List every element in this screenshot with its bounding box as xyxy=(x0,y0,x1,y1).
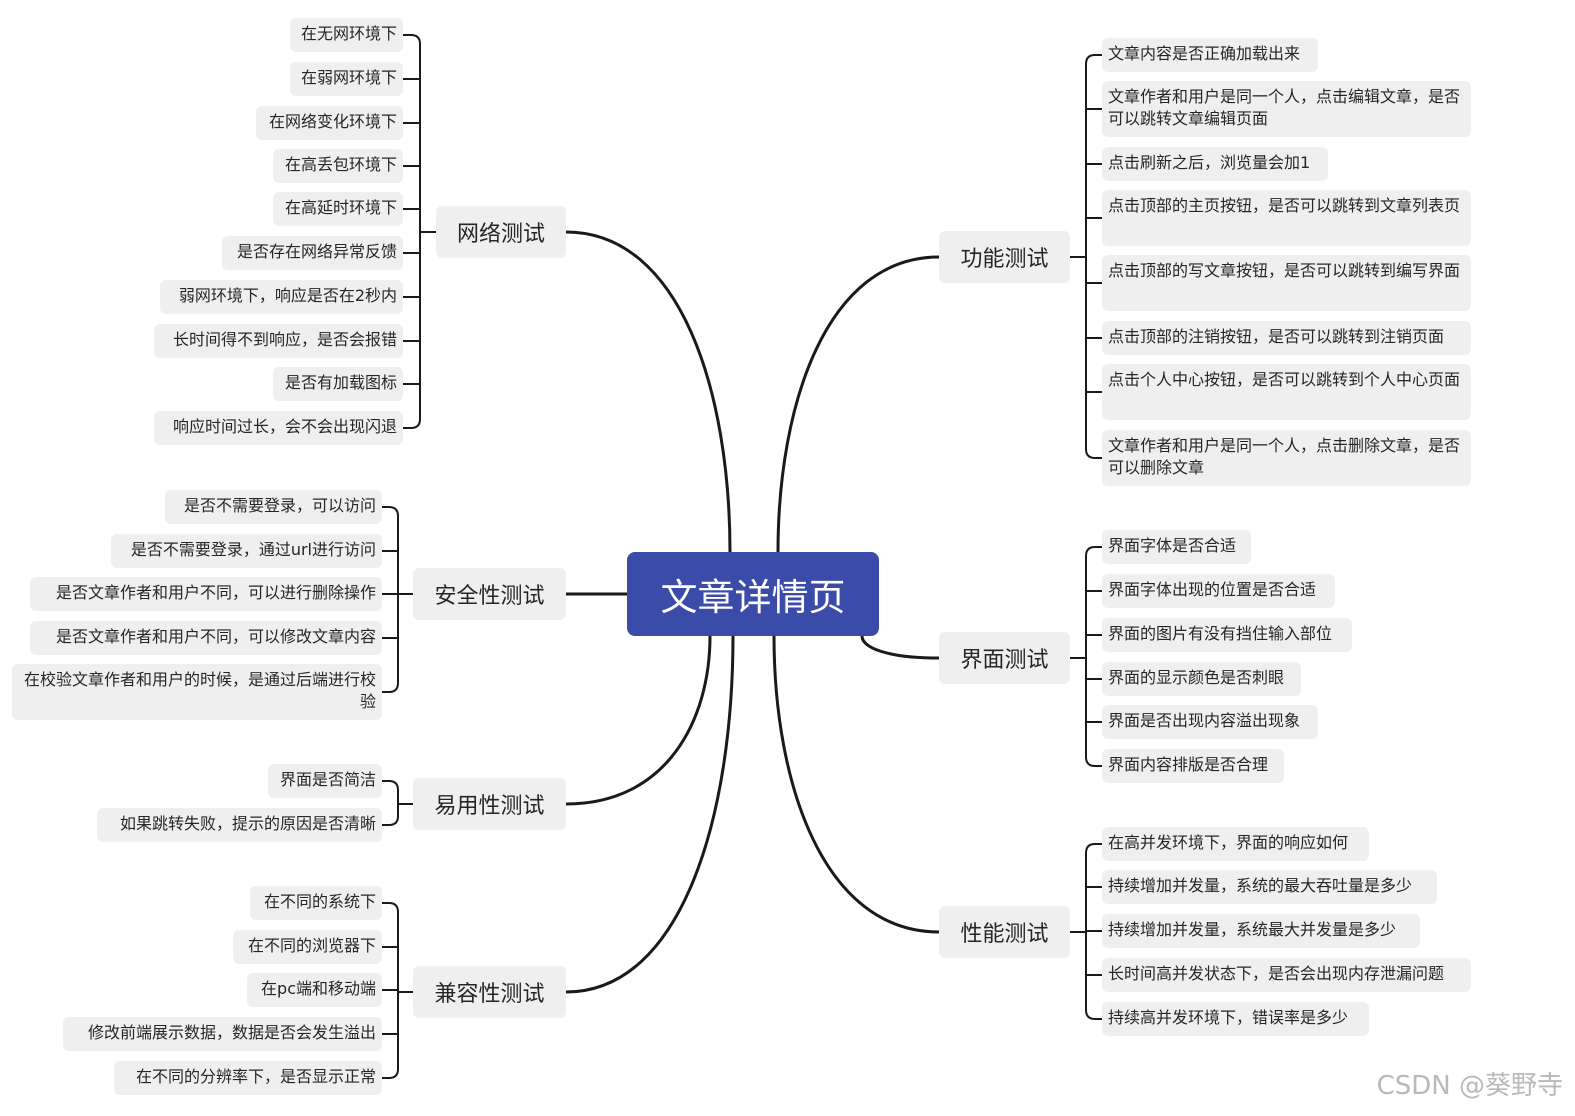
leaf-topic[interactable]: 是否有加载图标 xyxy=(273,367,403,401)
leaf-topic[interactable]: 是否不需要登录，可以访问 xyxy=(165,490,382,524)
leaf-topic[interactable]: 点击顶部的主页按钮，是否可以跳转到文章列表页 xyxy=(1102,190,1471,246)
root-topic[interactable]: 文章详情页 xyxy=(627,552,879,636)
branch-topic-5[interactable]: 界面测试 xyxy=(939,632,1070,684)
leaf-topic[interactable]: 持续增加并发量，系统的最大吞吐量是多少 xyxy=(1102,870,1437,904)
leaf-topic[interactable]: 如果跳转失败，提示的原因是否清晰 xyxy=(97,808,382,842)
branch-topic-2[interactable]: 易用性测试 xyxy=(413,778,566,830)
trunk-line-3 xyxy=(564,634,735,994)
leaf-topic[interactable]: 在不同的浏览器下 xyxy=(233,930,382,964)
leaf-topic[interactable]: 是否不需要登录，通过url进行访问 xyxy=(111,534,382,568)
leaf-topic[interactable]: 点击个人中心按钮，是否可以跳转到个人中心页面 xyxy=(1102,364,1471,420)
bracket-spine-2 xyxy=(388,780,399,826)
watermark: CSDN @葵野寺 xyxy=(1376,1071,1563,1101)
leaf-topic[interactable]: 文章作者和用户是同一个人，点击编辑文章，是否可以跳转文章编辑页面 xyxy=(1102,81,1471,137)
trunk-line-6 xyxy=(772,634,941,934)
leaf-topic[interactable]: 修改前端展示数据，数据是否会发生溢出 xyxy=(63,1017,382,1051)
leaf-topic[interactable]: 在高丢包环境下 xyxy=(273,149,403,183)
leaf-topic[interactable]: 界面是否出现内容溢出现象 xyxy=(1102,705,1318,739)
leaf-topic[interactable]: 长时间高并发状态下，是否会出现内存泄漏问题 xyxy=(1102,958,1471,992)
leaf-topic[interactable]: 响应时间过长，会不会出现闪退 xyxy=(154,411,403,445)
leaf-topic[interactable]: 在高并发环境下，界面的响应如何 xyxy=(1102,827,1369,861)
leaf-topic[interactable]: 在网络变化环境下 xyxy=(256,106,403,140)
leaf-topic[interactable]: 文章作者和用户是同一个人，点击删除文章，是否可以删除文章 xyxy=(1102,430,1471,486)
leaf-topic[interactable]: 文章内容是否正确加载出来 xyxy=(1102,38,1318,72)
leaf-topic[interactable]: 在高延时环境下 xyxy=(273,192,403,226)
branch-topic-4[interactable]: 功能测试 xyxy=(939,231,1070,283)
trunk-line-2 xyxy=(564,634,712,806)
leaf-topic[interactable]: 弱网环境下，响应是否在2秒内 xyxy=(160,280,403,314)
leaf-topic[interactable]: 在校验文章作者和用户的时候，是通过后端进行校验 xyxy=(12,664,382,720)
leaf-topic[interactable]: 点击刷新之后，浏览量会加1 xyxy=(1102,147,1328,181)
leaf-topic[interactable]: 界面字体是否合适 xyxy=(1102,530,1251,564)
bracket-spine-1 xyxy=(388,506,399,693)
trunk-line-4 xyxy=(776,255,941,554)
leaf-topic[interactable]: 在不同的系统下 xyxy=(250,886,382,920)
branch-topic-1[interactable]: 安全性测试 xyxy=(413,568,566,620)
branch-topic-3[interactable]: 兼容性测试 xyxy=(413,966,566,1018)
leaf-topic[interactable]: 在pc端和移动端 xyxy=(247,973,382,1007)
leaf-topic[interactable]: 界面字体出现的位置是否合适 xyxy=(1102,574,1335,608)
leaf-topic[interactable]: 持续高并发环境下，错误率是多少 xyxy=(1102,1002,1369,1036)
leaf-topic[interactable]: 界面是否简洁 xyxy=(268,764,382,798)
leaf-topic[interactable]: 持续增加并发量，系统最大并发量是多少 xyxy=(1102,914,1420,948)
leaf-topic[interactable]: 是否文章作者和用户不同，可以修改文章内容 xyxy=(30,621,382,655)
leaf-topic[interactable]: 点击顶部的注销按钮，是否可以跳转到注销页面 xyxy=(1102,321,1471,355)
leaf-topic[interactable]: 点击顶部的写文章按钮，是否可以跳转到编写界面 xyxy=(1102,255,1471,311)
bracket-spine-0 xyxy=(410,34,421,429)
leaf-topic[interactable]: 在弱网环境下 xyxy=(290,62,403,96)
branch-topic-6[interactable]: 性能测试 xyxy=(939,906,1070,958)
bracket-spine-4 xyxy=(1085,54,1096,459)
trunk-line-0 xyxy=(564,230,732,554)
leaf-topic[interactable]: 是否存在网络异常反馈 xyxy=(222,236,403,270)
leaf-topic[interactable]: 界面内容排版是否合理 xyxy=(1102,749,1284,783)
leaf-topic[interactable]: 界面的图片有没有挡住输入部位 xyxy=(1102,618,1352,652)
trunk-line-5 xyxy=(860,634,941,660)
leaf-topic[interactable]: 长时间得不到响应，是否会报错 xyxy=(154,324,403,358)
leaf-topic[interactable]: 在不同的分辨率下，是否显示正常 xyxy=(114,1061,382,1095)
branch-topic-0[interactable]: 网络测试 xyxy=(436,206,566,258)
leaf-topic[interactable]: 界面的显示颜色是否刺眼 xyxy=(1102,662,1301,696)
bracket-spine-5 xyxy=(1085,546,1096,767)
leaf-topic[interactable]: 在无网环境下 xyxy=(290,18,403,52)
leaf-topic[interactable]: 是否文章作者和用户不同，可以进行删除操作 xyxy=(30,577,382,611)
